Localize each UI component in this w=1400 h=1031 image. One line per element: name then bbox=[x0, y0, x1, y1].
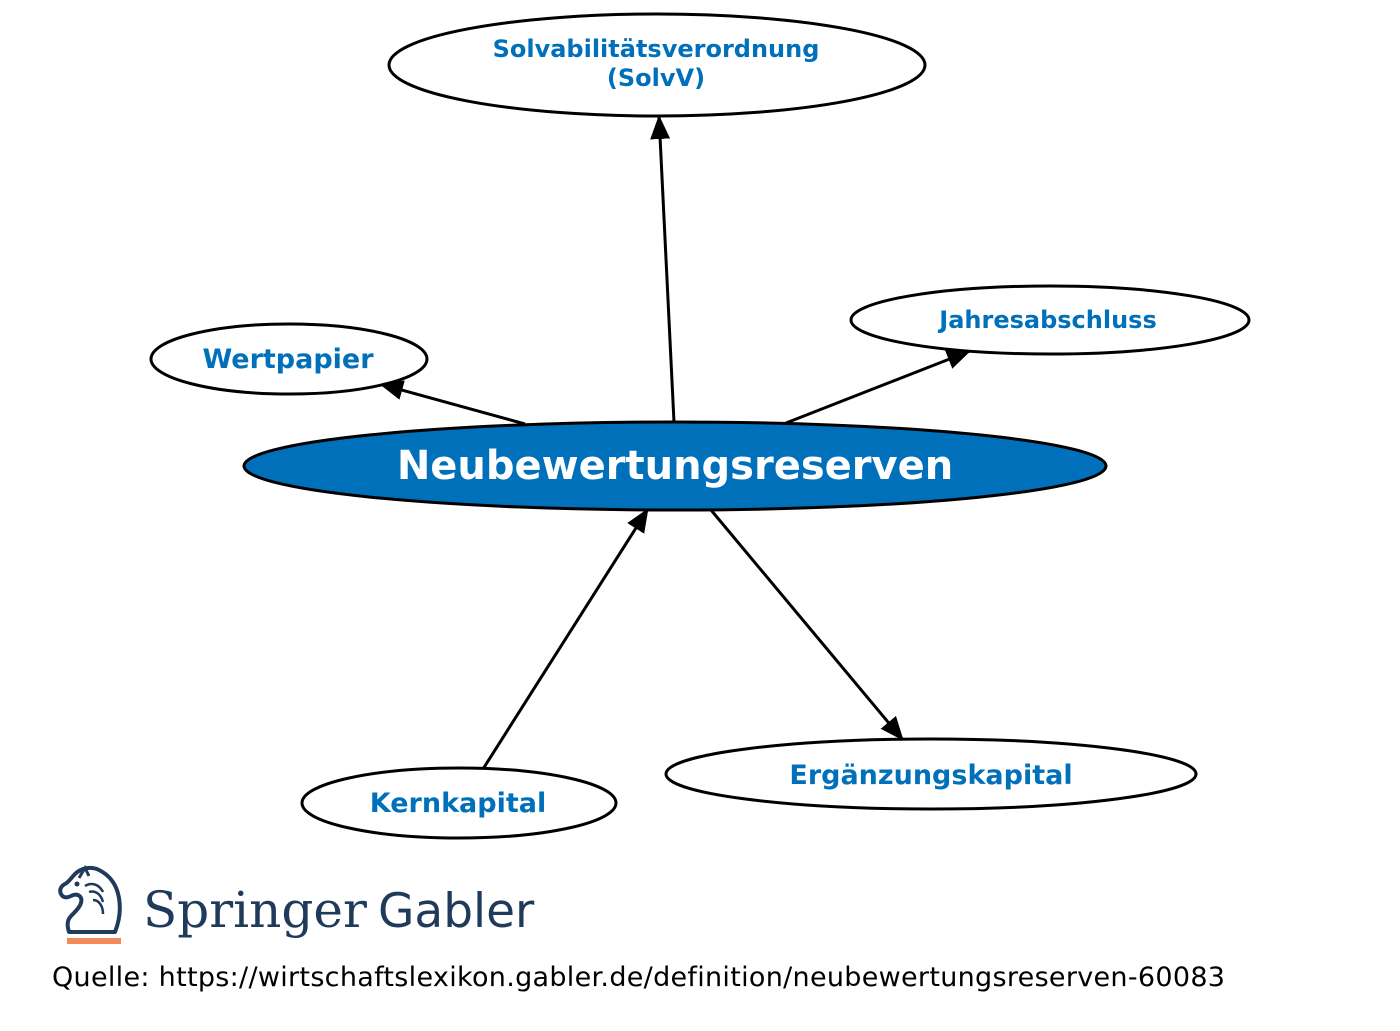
node-jahresabschluss-label: Jahresabschluss bbox=[937, 306, 1156, 334]
brand-name-gabler: Gabler bbox=[378, 884, 535, 939]
node-solvv-shape bbox=[387, 12, 927, 118]
edges bbox=[379, 115, 971, 770]
node-kernkapital-shape bbox=[300, 766, 618, 840]
edge-center-to-solvv bbox=[650, 115, 676, 423]
brand-name-springer: Springer bbox=[143, 881, 367, 939]
node-wertpapier-label: Wertpapier bbox=[202, 344, 374, 375]
node-jahresabschluss-shape bbox=[849, 284, 1251, 356]
center-node-label: Neubewertungsreserven bbox=[397, 443, 953, 489]
node-solvv-label-line1: Solvabilitätsverordnung bbox=[493, 35, 820, 63]
node-kernkapital-label: Kernkapital bbox=[370, 788, 546, 819]
node-jahresabschluss[interactable]: Jahresabschluss bbox=[849, 284, 1251, 356]
node-solvv-label-line2: (SolvV) bbox=[607, 64, 705, 92]
center-node-shape bbox=[242, 420, 1108, 512]
source-citation: Quelle: https://wirtschaftslexikon.gable… bbox=[52, 962, 1225, 993]
chess-knight-icon bbox=[58, 864, 122, 944]
edge-center-to-wertpapier bbox=[379, 380, 526, 426]
logo-underline bbox=[67, 938, 121, 944]
springer-gabler-logo[interactable]: Springer Gabler bbox=[58, 864, 535, 944]
edge-center-to-ergaenzungskapital bbox=[709, 509, 905, 741]
node-ergaenzungskapital[interactable]: Ergänzungskapital bbox=[664, 737, 1198, 811]
node-ergaenzungskapital-label: Ergänzungskapital bbox=[789, 760, 1072, 791]
edge-center-to-jahresabschluss bbox=[785, 349, 971, 425]
node-neubewertungsreserven[interactable]: Neubewertungsreserven bbox=[242, 420, 1108, 512]
node-ergaenzungskapital-shape bbox=[664, 737, 1198, 811]
node-kernkapital[interactable]: Kernkapital bbox=[300, 766, 618, 840]
node-wertpapier[interactable]: Wertpapier bbox=[149, 322, 429, 396]
node-solvv[interactable]: Solvabilitätsverordnung (SolvV) bbox=[387, 12, 927, 118]
node-wertpapier-shape bbox=[149, 322, 429, 396]
edge-kernkapital-to-center bbox=[481, 508, 650, 770]
